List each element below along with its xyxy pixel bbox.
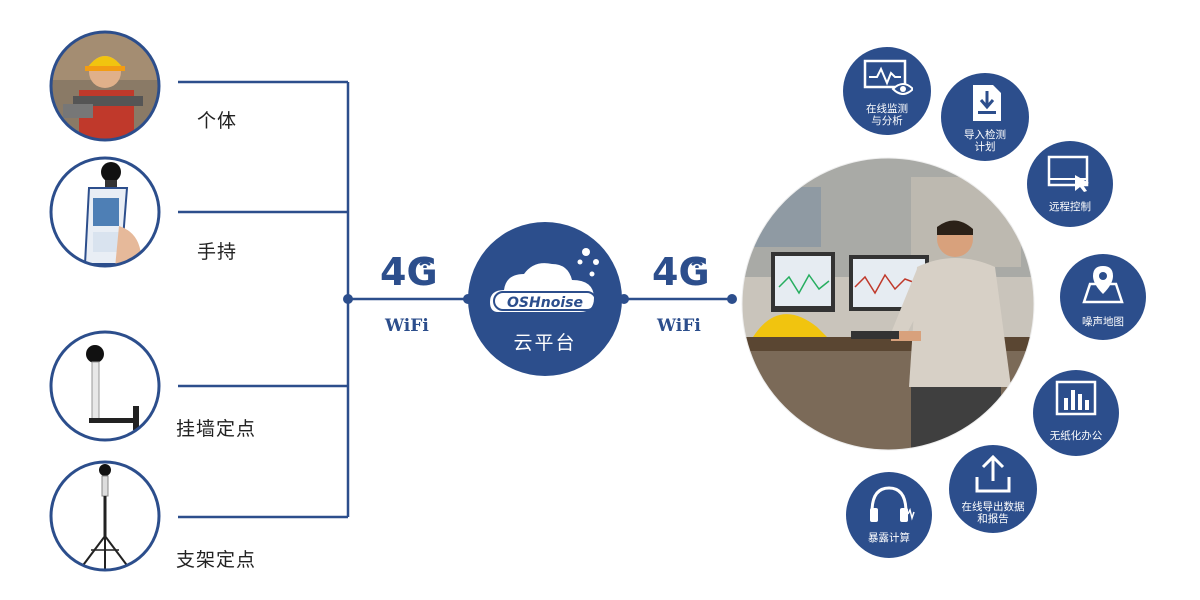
map-pin-icon [1082,266,1124,304]
feature-exposure-calc: 暴露计算 [846,472,932,558]
network-right-wifi-label: WiFi [657,316,701,336]
network-left-wifi-label: WiFi [385,316,429,336]
handheld-meter-photo [49,156,161,268]
monitor-eye-icon [863,59,913,95]
feature-import-plan: 导入检测 计划 [941,73,1029,161]
device-label-individual: 个体 [197,110,238,132]
feature-export-data-label: 在线导出数据 和报告 [961,501,1025,525]
feature-online-monitoring: 在线监测 与分析 [843,47,931,135]
feature-noise-map: 噪声地图 [1060,254,1146,340]
signal-icon [688,256,706,268]
signal-icon [416,256,434,268]
feature-paperless-office: 无纸化办公 [1033,370,1119,456]
headphones-icon [870,486,915,522]
upload-icon [975,454,1011,493]
feature-paperless-office-label: 无纸化办公 [1049,430,1103,442]
feature-online-monitoring-label: 在线监测 与分析 [866,103,908,127]
office-photo [741,157,1035,451]
device-label-wall-mounted: 挂墙定点 [176,418,257,440]
network-right: 4G [652,250,722,294]
feature-noise-map-label: 噪声地图 [1082,316,1124,328]
wall-mounted-monitor-photo [49,330,161,442]
cloud-logo-text: OSHnoise [493,291,597,311]
cloud-platform-label: 云平台 [513,332,577,354]
feature-export-data: 在线导出数据 和报告 [949,445,1037,533]
device-label-tripod: 支架定点 [176,549,257,571]
cloud-icon [490,248,599,312]
import-document-icon [973,85,1001,121]
bar-chart-monitor-icon [1055,380,1097,416]
feature-import-plan-label: 导入检测 计划 [964,129,1006,153]
feature-remote-control-label: 远程控制 [1049,201,1091,213]
cloud-platform: OSHnoise 云平台 [468,222,622,376]
remote-control-icon [1047,155,1089,192]
network-left: 4G [380,250,450,294]
worker-photo [49,30,161,142]
tripod-monitor-photo [49,460,161,572]
feature-exposure-calc-label: 暴露计算 [868,532,910,544]
feature-remote-control: 远程控制 [1027,141,1113,227]
device-label-handheld: 手持 [197,241,238,263]
